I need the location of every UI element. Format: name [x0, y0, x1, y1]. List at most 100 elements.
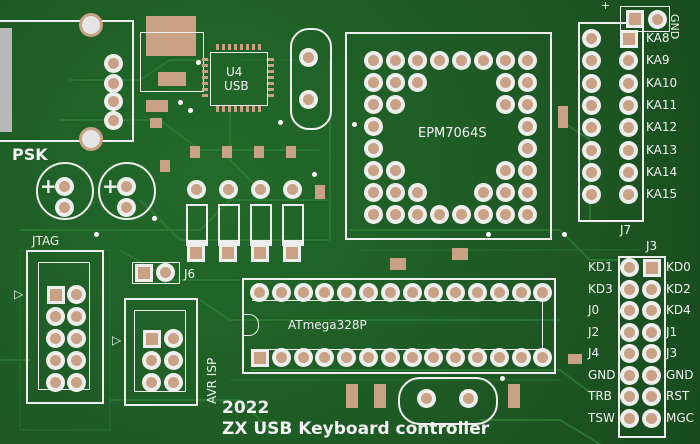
jtag-pin: [71, 289, 82, 300]
epm-pad: [390, 165, 401, 176]
via: [562, 232, 567, 237]
gnd-pin: [652, 14, 663, 25]
regulator-pin: [158, 72, 186, 86]
epm-pad: [368, 187, 379, 198]
epm-pad: [522, 121, 533, 132]
epm-pad: [522, 99, 533, 110]
j6-outline: [132, 262, 180, 284]
u4-pins-bottom: [216, 106, 262, 112]
via: [94, 232, 99, 237]
atmega-pin: [493, 352, 505, 363]
j3-pin: [646, 348, 657, 359]
atmega-pin: [297, 352, 309, 363]
capacitor-plus-mark: +: [102, 174, 119, 198]
avr-isp-pin: [146, 333, 158, 345]
usb-chip-label: USB: [224, 79, 249, 93]
j3-right-label: J3: [666, 346, 678, 360]
crystal-pin: [303, 94, 314, 105]
avr-isp-label: AVR ISP: [205, 357, 219, 404]
resistor-smd: [222, 146, 232, 158]
atmega-pin: [406, 352, 418, 363]
j3-pin: [624, 283, 635, 295]
atmega-pin: [384, 352, 396, 363]
jtag-pin: [71, 311, 82, 322]
atmega-pin: [428, 352, 440, 363]
j7-pin: [623, 99, 634, 111]
u4-label: U4: [226, 65, 243, 79]
usb-connector-outline: [0, 20, 134, 142]
epm-pad: [434, 209, 445, 220]
jtag-pin: [50, 289, 62, 301]
atmega328p-label: ATmega328P: [288, 318, 367, 332]
resistor-smd: [315, 185, 325, 199]
epm-pad: [368, 209, 379, 220]
epm-pad: [500, 77, 511, 88]
j7-pin: [623, 77, 634, 89]
plus5v-pin: [629, 13, 641, 25]
diode-pin: [286, 247, 298, 259]
avr-isp-inner: [134, 310, 186, 392]
j3-label: J3: [646, 239, 658, 253]
capacitor-smd: [390, 258, 406, 270]
epm-pad: [390, 187, 401, 198]
board-title: ZX USB Keyboard controller: [222, 419, 490, 439]
jtag-pin1-arrow: ▷: [14, 287, 24, 301]
avr-isp-pin: [146, 355, 157, 366]
atmega-pin: [493, 287, 505, 298]
epm-pad: [522, 209, 533, 220]
epm-pad: [500, 187, 511, 198]
jtag-pin: [50, 355, 61, 366]
u4-pins-left: [202, 58, 208, 100]
j3-pin: [624, 391, 635, 402]
j3-pin: [624, 326, 635, 338]
diode-pin: [255, 184, 266, 195]
atmega-pin: [384, 287, 396, 298]
j3-left-label: KD3: [588, 281, 613, 296]
atmega-pin: [537, 287, 549, 298]
j3-pin: [646, 326, 657, 338]
jtag-pin: [50, 377, 61, 388]
electrolytic-capacitor: [98, 162, 156, 220]
usb-mount-hole: [82, 130, 100, 148]
j3-right-label: KD0: [666, 260, 691, 274]
j7-left-pin: [586, 77, 597, 89]
plus5v-label: +5B: [599, 0, 612, 10]
usb-pin: [108, 58, 119, 69]
jtag-label: JTAG: [32, 234, 60, 248]
j3-pin: [624, 412, 635, 424]
crystal-bottom-outline: [398, 377, 498, 425]
avr-isp-pin: [168, 377, 179, 388]
j7-pin-label: KA10: [646, 75, 678, 90]
atmega328p-body: [252, 300, 543, 350]
diode-pin: [191, 184, 202, 195]
j3-header-outline: [618, 256, 666, 438]
epm-pad: [522, 77, 533, 88]
via: [178, 100, 183, 105]
usb-pin: [108, 96, 119, 107]
atmega-pin: [363, 287, 374, 298]
epm-pad: [500, 99, 511, 110]
capacitor-smd: [452, 248, 468, 260]
board-year: 2022: [222, 398, 270, 418]
psk-label: PSK: [12, 145, 48, 164]
electrolytic-capacitor: [36, 162, 94, 220]
j7-pin: [623, 144, 634, 156]
atmega328p-notch: [244, 314, 259, 336]
epm-pad: [522, 187, 533, 198]
j7-label: J7: [620, 223, 632, 237]
j3-right-label: RST: [666, 389, 690, 403]
epm-pad: [478, 187, 489, 198]
diode-pin: [223, 184, 234, 195]
j6-pin: [160, 267, 171, 278]
capacitor-smd: [146, 100, 168, 112]
atmega-pin: [341, 287, 353, 298]
avr-isp-pin1-arrow: ▷: [112, 333, 122, 347]
atmega-pin: [515, 352, 527, 363]
capacitor-pin: [121, 202, 132, 213]
j7-left-pin: [586, 144, 597, 156]
capacitor-smd: [374, 384, 386, 408]
epm-pad: [368, 143, 379, 154]
epm-pad: [522, 143, 533, 154]
resistor-smd: [160, 160, 170, 172]
